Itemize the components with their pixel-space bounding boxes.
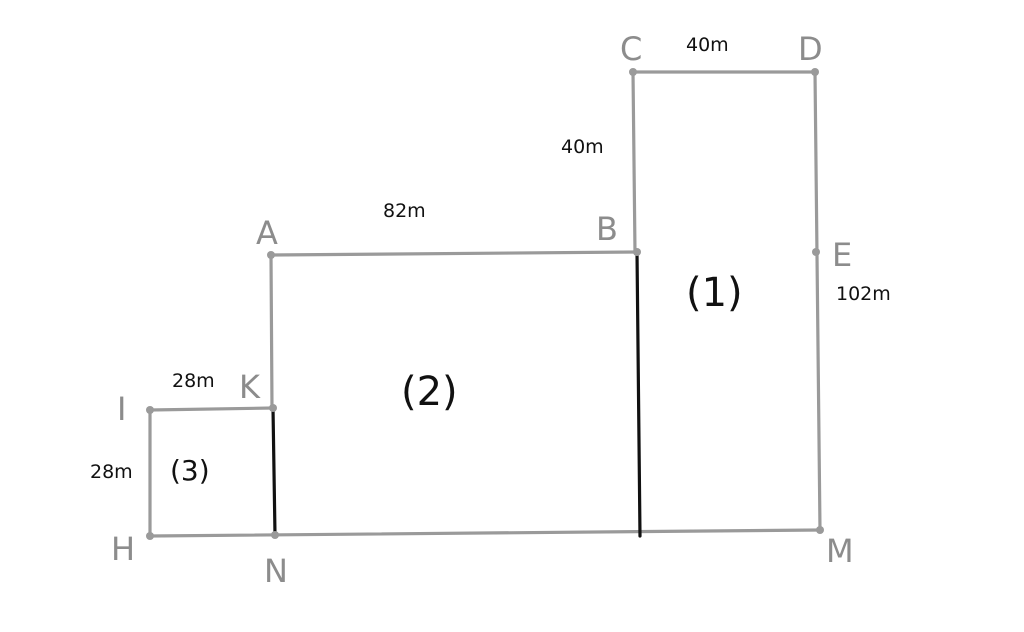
divider-k-n (271, 406, 277, 537)
edge-h-m (148, 528, 822, 538)
vertex-dot-e (812, 248, 820, 256)
edge-a-k (269, 253, 274, 410)
vertex-dot-a (267, 251, 275, 259)
vertex-dot-i (146, 406, 154, 414)
dimension-ih: 28m (90, 461, 133, 483)
vertex-dot-m (816, 526, 824, 534)
point-label-a: A (256, 214, 278, 252)
dimension-em: 102m (836, 283, 891, 305)
edge-d-m (813, 70, 822, 532)
point-label-i: I (117, 390, 126, 428)
dimension-cb: 40m (561, 136, 604, 158)
edge-a-b (269, 250, 639, 257)
dimension-ab: 82m (383, 200, 426, 222)
point-label-m: M (826, 532, 854, 570)
point-label-h: H (111, 530, 135, 568)
dimension-ik: 28m (172, 370, 215, 392)
region-label-1: (1) (686, 270, 743, 316)
vertex-dot-c (629, 68, 637, 76)
edge-i-k (148, 406, 275, 412)
vertex-dot-d (811, 68, 819, 76)
edge-b-c (631, 70, 637, 254)
point-label-d: D (798, 30, 823, 68)
point-label-e: E (832, 236, 852, 274)
point-label-n: N (264, 552, 288, 590)
region-label-3: (3) (170, 454, 210, 487)
vertex-dot-b (633, 248, 641, 256)
point-label-b: B (596, 210, 618, 248)
dimension-cd: 40m (686, 34, 729, 56)
vertex-dot-n (271, 531, 279, 539)
point-label-k: K (239, 368, 261, 406)
point-label-c: C (620, 30, 642, 68)
divider-b-bottom (635, 250, 642, 538)
vertex-dot-h (146, 532, 154, 540)
vertex-dot-k (269, 404, 277, 412)
region-label-2: (2) (401, 369, 458, 415)
